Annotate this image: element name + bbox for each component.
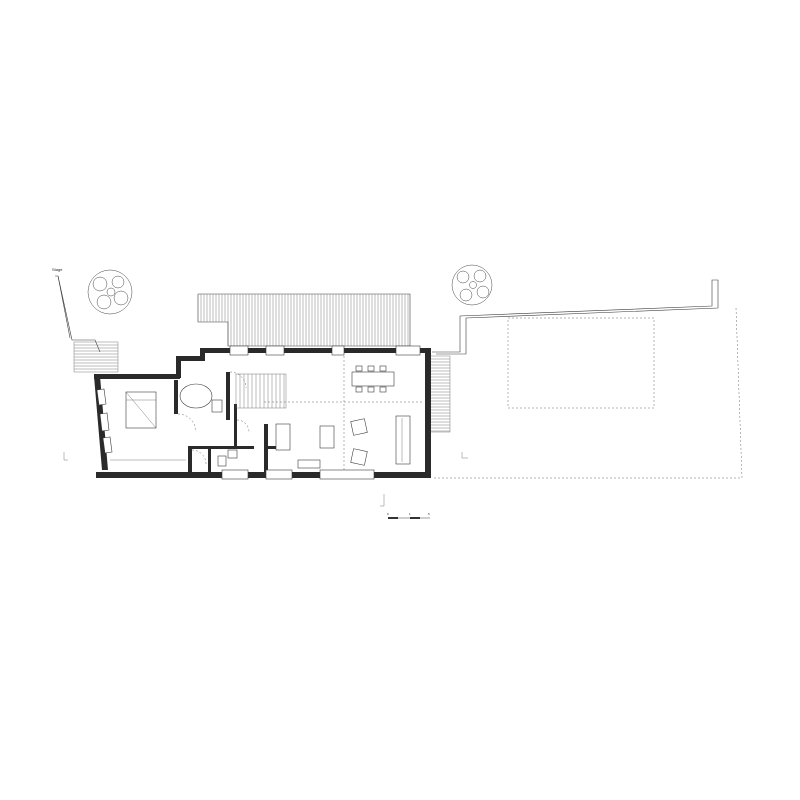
bedroom-bed <box>125 391 157 429</box>
garden-area-outline <box>507 317 655 409</box>
scale-label-0: 0 <box>387 512 389 516</box>
door-swings <box>177 371 250 465</box>
scale-label-5: 5 <box>428 512 430 516</box>
kitchen-island <box>319 425 335 449</box>
scale-label-1: 1 <box>409 512 411 516</box>
wc-sink <box>227 449 238 459</box>
building-walls <box>94 348 431 478</box>
terrace-decking <box>197 293 411 347</box>
toilet <box>217 455 227 467</box>
floor-label: Stage <box>52 267 63 272</box>
windows <box>96 345 421 480</box>
bathtub <box>179 383 213 409</box>
kitchen-unit <box>297 459 321 469</box>
interior-staircase <box>235 373 287 409</box>
armchair-upper <box>350 418 368 436</box>
exterior-steps-left <box>73 341 119 373</box>
site-boundary-left <box>55 275 101 353</box>
exterior-steps-right <box>427 355 451 433</box>
section-markers <box>63 452 468 507</box>
dining-table <box>351 365 395 393</box>
site-boundary-right <box>432 279 743 479</box>
scale-bar: 0 1 5 <box>387 512 430 519</box>
bath-sink <box>211 399 223 413</box>
kitchen-counter <box>275 423 291 451</box>
tree-right <box>451 264 493 306</box>
sofa <box>395 415 411 465</box>
tree-left <box>87 269 133 315</box>
armchair-lower <box>350 448 368 466</box>
